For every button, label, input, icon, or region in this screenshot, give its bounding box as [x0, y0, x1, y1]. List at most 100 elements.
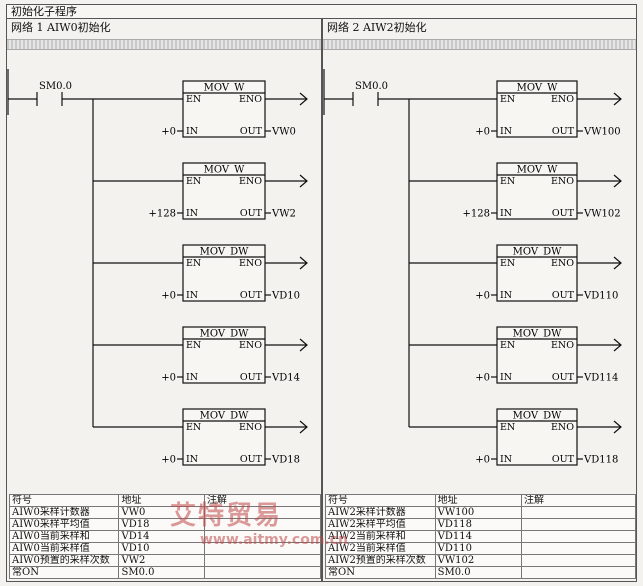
address-cell: VW102 [434, 554, 523, 567]
out-operand: VD118 [583, 455, 618, 466]
in-pin-label: IN [500, 454, 512, 465]
address-cell: VD10 [118, 542, 205, 555]
address-cell: VW0 [118, 506, 205, 519]
comment-cell [203, 506, 322, 519]
comment-cell [521, 566, 636, 579]
contact-label: SM0.0 [39, 81, 72, 92]
comment-cell [203, 530, 322, 543]
eno-arrow [613, 174, 622, 188]
address-cell: VD14 [118, 530, 205, 543]
network-2-comment-bar [323, 39, 636, 50]
en-pin-label: EN [500, 176, 515, 187]
out-pin-label: OUT [240, 126, 263, 137]
in-operand: +0 [475, 127, 490, 138]
symbol-cell: 常ON [325, 566, 436, 579]
address-cell: 地址 [434, 494, 523, 507]
address-cell: VD114 [434, 530, 523, 543]
en-pin-label: EN [186, 258, 201, 269]
eno-pin-label: ENO [551, 94, 574, 105]
symbol-table-header: 符号地址注解 [8, 494, 322, 507]
comment-cell [521, 506, 636, 519]
network-1-header: 网络 1 AIW0初始化 [11, 21, 111, 34]
symbol-cell: 符号 [8, 494, 120, 507]
in-operand: +0 [161, 455, 176, 466]
symbol-cell: AIW0当前采样和 [8, 530, 120, 543]
eno-pin-label: ENO [239, 422, 262, 433]
eno-arrow [299, 338, 308, 352]
eno-arrow [613, 338, 622, 352]
eno-arrow [299, 174, 308, 188]
network-2-header: 网络 2 AIW2初始化 [327, 21, 427, 34]
eno-arrow [613, 256, 622, 270]
in-operand: +0 [161, 373, 176, 384]
in-pin-label: IN [186, 290, 198, 301]
in-operand: +0 [475, 291, 490, 302]
instruction-name: MOV_DW [513, 411, 563, 422]
en-pin-label: EN [186, 422, 201, 433]
symbol-cell: AIW2当前采样和 [325, 530, 436, 543]
instruction-name: MOV_W [517, 165, 558, 176]
in-operand: +0 [475, 455, 490, 466]
instruction-box [182, 244, 266, 302]
symbol-cell: 符号 [325, 494, 436, 507]
instruction-box [496, 408, 578, 466]
out-pin-label: OUT [240, 372, 263, 383]
in-operand: +0 [475, 373, 490, 384]
in-pin-label: IN [186, 208, 198, 219]
eno-arrow [299, 92, 308, 106]
out-pin-label: OUT [240, 454, 263, 465]
comment-cell [203, 542, 322, 555]
in-pin-label: IN [186, 454, 198, 465]
symbol-table-header: 符号地址注解 [325, 494, 636, 507]
symbol-cell: 常ON [8, 566, 120, 579]
instruction-name: MOV_W [517, 83, 558, 94]
out-operand: VD114 [583, 373, 618, 384]
address-cell: VD18 [118, 518, 205, 531]
in-operand: +128 [149, 209, 176, 220]
eno-pin-label: ENO [551, 258, 574, 269]
in-pin-label: IN [500, 208, 512, 219]
instruction-name: MOV_DW [200, 247, 250, 258]
instruction-name: MOV_DW [200, 411, 250, 422]
out-operand: VD18 [271, 455, 300, 466]
address-cell: SM0.0 [118, 566, 205, 579]
eno-pin-label: ENO [239, 176, 262, 187]
comment-cell [203, 554, 322, 567]
eno-pin-label: ENO [239, 258, 262, 269]
comment-cell [521, 542, 636, 555]
symbol-cell: AIW0采样平均值 [8, 518, 120, 531]
out-pin-label: OUT [240, 290, 263, 301]
instruction-name: MOV_DW [513, 329, 563, 340]
out-pin-label: OUT [552, 290, 575, 301]
in-pin-label: IN [500, 372, 512, 383]
contact-label: SM0.0 [355, 81, 388, 92]
out-operand: VW0 [271, 127, 296, 138]
symbol-cell: AIW0预置的采样次数 [8, 554, 120, 567]
instruction-box [182, 408, 266, 466]
eno-arrow [613, 92, 622, 106]
instruction-name: MOV_DW [200, 329, 250, 340]
instruction-name: MOV_DW [513, 247, 563, 258]
out-pin-label: OUT [240, 208, 263, 219]
eno-pin-label: ENO [551, 422, 574, 433]
en-pin-label: EN [186, 94, 201, 105]
instruction-box [182, 326, 266, 384]
eno-pin-label: ENO [239, 340, 262, 351]
out-pin-label: OUT [552, 372, 575, 383]
symbol-cell: AIW0当前采样值 [8, 542, 120, 555]
out-operand: VD14 [271, 373, 300, 384]
eno-arrow [299, 256, 308, 270]
instruction-box [496, 80, 578, 138]
